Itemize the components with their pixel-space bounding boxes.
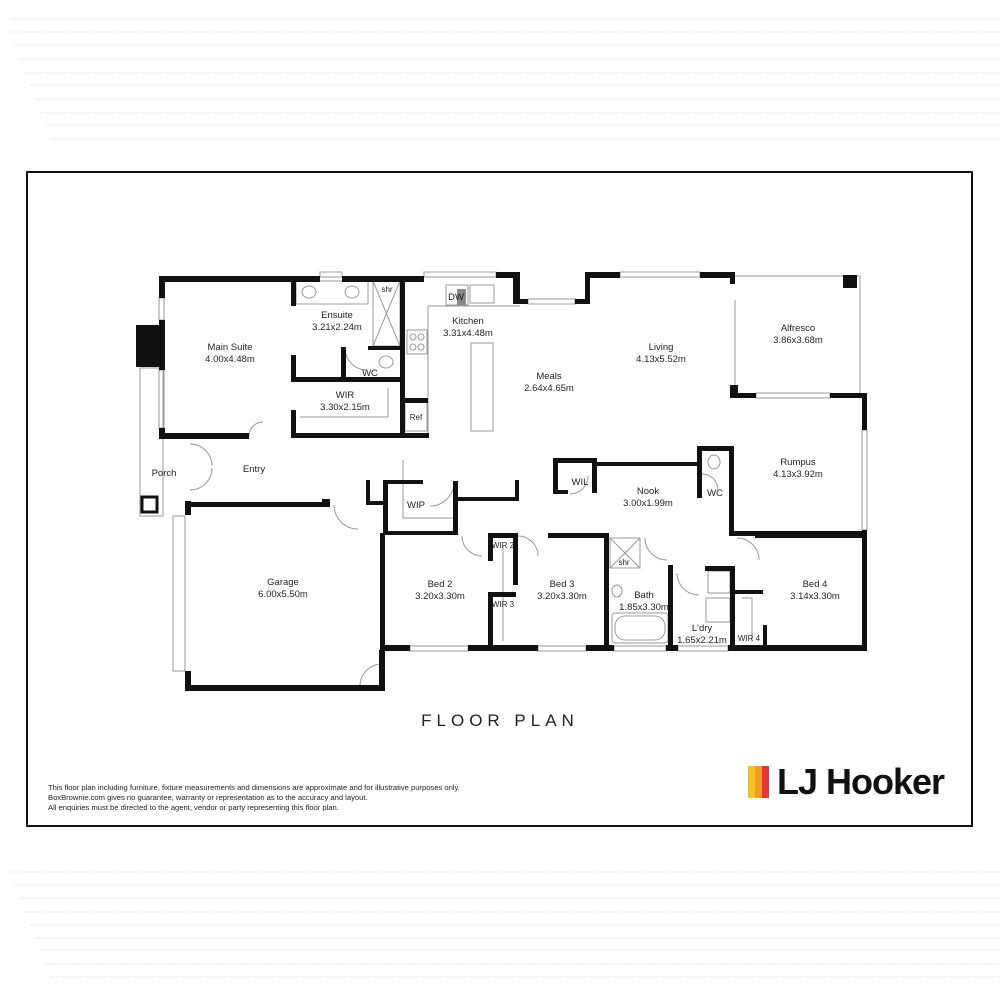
garage-label: Garage xyxy=(267,577,299,588)
ensuite-label: Ensuite xyxy=(321,310,353,321)
plan-title: FLOOR PLAN xyxy=(421,711,579,730)
wir2-label: WIR 2 xyxy=(492,541,515,550)
bed3-size: 3.20x3.30m xyxy=(537,591,587,602)
background-pattern-bottom xyxy=(10,871,1000,978)
logo-bar-yellow xyxy=(748,766,755,798)
laundry-size: 1.65x2.21m xyxy=(677,635,727,646)
bath-label: Bath xyxy=(634,590,654,601)
wc-ensuite-label: WC xyxy=(362,368,378,379)
lj-hooker-logo: LJ Hooker xyxy=(748,761,945,802)
kitchen-label: Kitchen xyxy=(452,316,484,327)
bed4-label: Bed 4 xyxy=(803,579,828,590)
wir4-label: WIR 4 xyxy=(738,634,761,643)
bed2-label: Bed 2 xyxy=(428,579,453,590)
logo-color-bars-icon xyxy=(748,766,769,798)
nook-size: 3.00x1.99m xyxy=(623,498,673,509)
living-label: Living xyxy=(649,342,674,353)
meals-label: Meals xyxy=(536,371,562,382)
dishwasher-label: DW xyxy=(448,292,464,303)
disclaimer: This floor plan including furniture, fix… xyxy=(48,783,460,813)
wil-label: WIL xyxy=(572,477,589,488)
shower-bath-label: shr xyxy=(618,558,629,567)
main-suite-label: Main Suite xyxy=(208,342,253,353)
wir-main-label: WIR xyxy=(336,390,355,401)
entry-label: Entry xyxy=(243,464,265,475)
dishwasher-icon xyxy=(457,289,466,305)
wir-main-size: 3.30x2.15m xyxy=(320,402,370,413)
fridge-label: Ref xyxy=(410,413,423,422)
nook-label: Nook xyxy=(637,486,659,497)
wir3-label: WIR 3 xyxy=(492,600,515,609)
ensuite-size: 3.21x2.24m xyxy=(312,322,362,333)
living-size: 4.13x5.52m xyxy=(636,354,686,365)
logo-bar-orange xyxy=(755,766,762,798)
meals-size: 2.64x4.65m xyxy=(524,383,574,394)
disclaimer-line-2: BoxBrownie.com gives no guarantee, warra… xyxy=(48,793,368,802)
alfresco-label: Alfresco xyxy=(781,323,815,334)
bed4-size: 3.14x3.30m xyxy=(790,591,840,602)
laundry-label: L'dry xyxy=(692,623,713,634)
bed2-size: 3.20x3.30m xyxy=(415,591,465,602)
porch-label: Porch xyxy=(152,468,177,479)
shower-ensuite-label: shr xyxy=(381,285,392,294)
bath-size: 1.85x3.30m xyxy=(619,602,669,613)
disclaimer-line-3: All enquiries must be directed to the ag… xyxy=(48,803,339,812)
main-suite-size: 4.00x4.48m xyxy=(205,354,255,365)
rumpus-label: Rumpus xyxy=(780,457,816,468)
kitchen-size: 3.31x4.48m xyxy=(443,328,493,339)
logo-bar-red xyxy=(762,766,769,798)
background-pattern-top xyxy=(10,18,1000,140)
disclaimer-line-1: This floor plan including furniture, fix… xyxy=(48,783,460,792)
rumpus-size: 4.13x3.92m xyxy=(773,469,823,480)
wc-hall-label: WC xyxy=(707,488,723,499)
wip-label: WIP xyxy=(407,500,425,511)
garage-size: 6.00x5.50m xyxy=(258,589,308,600)
bed3-label: Bed 3 xyxy=(550,579,575,590)
logo-text: LJ Hooker xyxy=(777,761,945,802)
alfresco-size: 3.86x3.68m xyxy=(773,335,823,346)
